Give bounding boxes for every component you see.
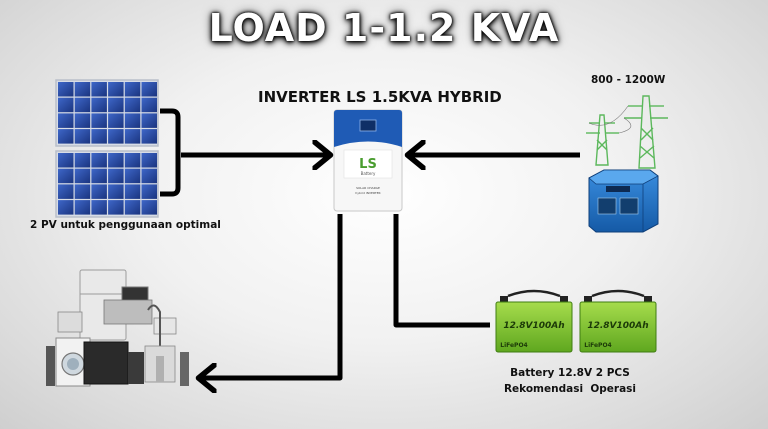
solar-cell bbox=[124, 184, 141, 199]
solar-cell bbox=[108, 113, 124, 128]
battery-icon: 12.8V100Ah LiFePO4 bbox=[579, 289, 657, 353]
battery-chem-text: LiFePO4 bbox=[584, 342, 611, 349]
solar-cell bbox=[58, 97, 74, 113]
wire-inverter-to-battery bbox=[393, 214, 490, 328]
solar-cell bbox=[124, 113, 141, 128]
solar-cell bbox=[124, 200, 141, 215]
solar-cell bbox=[141, 129, 157, 144]
solar-cell bbox=[124, 82, 141, 97]
solar-cell bbox=[141, 184, 157, 199]
solar-cell bbox=[124, 129, 141, 144]
solar-cell bbox=[141, 168, 157, 184]
solar-cell bbox=[108, 97, 124, 113]
solar-cell bbox=[108, 184, 124, 199]
solar-cell bbox=[58, 200, 74, 215]
solar-cell bbox=[124, 97, 141, 113]
solar-cell bbox=[141, 153, 157, 168]
inverter-brand-sub: Battery bbox=[361, 171, 376, 176]
battery-spec-text: 12.8V100Ah bbox=[503, 321, 564, 331]
battery-chem-text: LiFePO4 bbox=[500, 342, 527, 349]
solar-cell bbox=[74, 97, 91, 113]
solar-cell bbox=[74, 113, 91, 128]
solar-cell bbox=[91, 168, 107, 184]
solar-cell bbox=[141, 97, 157, 113]
solar-cell bbox=[74, 129, 91, 144]
inverter-unit: LS Battery SOLAR CHARGE hybrid INVERTER bbox=[333, 109, 403, 212]
solar-cell bbox=[141, 113, 157, 128]
solar-cell bbox=[58, 129, 74, 144]
solar-cell bbox=[124, 153, 141, 168]
solar-panel-array bbox=[55, 79, 181, 218]
battery-label-line1: Battery 12.8V 2 PCS bbox=[510, 367, 630, 379]
solar-cell bbox=[58, 184, 74, 199]
solar-cell bbox=[58, 153, 74, 168]
solar-cell bbox=[91, 82, 107, 97]
panel-bracket bbox=[160, 108, 181, 197]
solar-cell bbox=[108, 153, 124, 168]
inverter-label: INVERTER LS 1.5KVA HYBRID bbox=[258, 88, 502, 106]
solar-cell bbox=[58, 113, 74, 128]
solar-cell bbox=[124, 168, 141, 184]
solar-cell bbox=[74, 168, 91, 184]
solar-cell bbox=[91, 153, 107, 168]
page-title: LOAD 1-1.2 KVA bbox=[208, 6, 560, 50]
battery-label: Battery 12.8V 2 PCS Rekomendasi Operasi bbox=[490, 365, 650, 397]
solar-cell bbox=[58, 82, 74, 97]
solar-panel-icon bbox=[55, 79, 159, 147]
inverter-panel-line1: SOLAR CHARGE bbox=[356, 186, 380, 190]
inverter-panel-line2: hybrid INVERTER bbox=[355, 191, 380, 195]
solar-cell bbox=[91, 184, 107, 199]
grid-power-label: 800 - 1200W bbox=[591, 74, 666, 86]
transmission-tower-icon bbox=[586, 95, 668, 169]
solar-cell bbox=[141, 82, 157, 97]
appliances-load-icon bbox=[46, 269, 189, 387]
solar-cell bbox=[58, 168, 74, 184]
solar-cell bbox=[74, 200, 91, 215]
solar-cell bbox=[141, 200, 157, 215]
battery-icon: 12.8V100Ah LiFePO4 bbox=[495, 289, 573, 353]
inverter-brand-logo: LS bbox=[359, 157, 377, 172]
solar-cell bbox=[91, 129, 107, 144]
solar-cell bbox=[108, 200, 124, 215]
battery-spec-text: 12.8V100Ah bbox=[587, 321, 648, 331]
solar-cell bbox=[108, 168, 124, 184]
solar-cell bbox=[108, 82, 124, 97]
solar-cell bbox=[74, 184, 91, 199]
solar-cell bbox=[91, 97, 107, 113]
solar-panel-icon bbox=[55, 150, 159, 218]
pv-label: 2 PV untuk penggunaan optimal bbox=[30, 219, 221, 231]
battery-pack: 12.8V100Ah LiFePO4 12.8V100Ah LiFePO4 bbox=[495, 289, 657, 353]
arrow-inverter-to-load bbox=[199, 214, 343, 378]
generator-icon bbox=[588, 169, 659, 233]
solar-cell bbox=[74, 82, 91, 97]
solar-cell bbox=[74, 153, 91, 168]
battery-label-line2: Rekomendasi Operasi bbox=[503, 383, 637, 395]
solar-cell bbox=[91, 200, 107, 215]
solar-cell bbox=[108, 129, 124, 144]
solar-cell bbox=[91, 113, 107, 128]
